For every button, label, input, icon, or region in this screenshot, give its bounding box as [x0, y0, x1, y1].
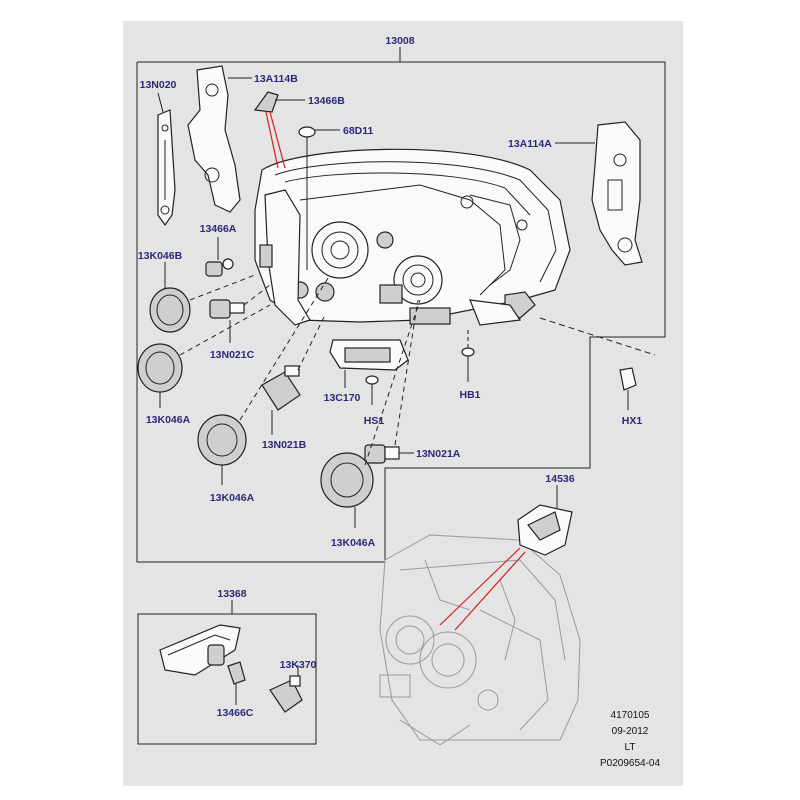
label-13K046A-3: 13K046A: [331, 537, 376, 549]
vehicle-location-view: [379, 485, 581, 746]
label-14536: 14536: [545, 473, 574, 485]
label-13008: 13008: [385, 35, 414, 47]
label-68D11: 68D11: [343, 125, 374, 137]
bulb-13N021B: [261, 314, 326, 435]
cap-13K046B: [149, 262, 256, 333]
label-13A114A: 13A114A: [508, 138, 552, 150]
label-13A114B: 13A114B: [254, 73, 298, 85]
bulb-13466B: [253, 91, 279, 113]
screw-HS1: [365, 375, 379, 405]
label-13N021A: 13N021A: [416, 448, 461, 460]
side-marker-group: [137, 600, 317, 745]
ref-date: 09-2012: [612, 726, 649, 737]
label-HB1: HB1: [459, 389, 480, 401]
bulb-13N021C: [209, 284, 271, 343]
label-13K046B: 13K046B: [138, 250, 183, 262]
label-13N021C: 13N021C: [210, 349, 255, 361]
headlamp-housing: [254, 148, 571, 326]
module-13C170: [329, 339, 409, 388]
label-13N021B: 13N021B: [262, 439, 307, 451]
bracket-13A114A: [591, 121, 643, 266]
screw-68D11: [298, 126, 340, 270]
cap-13K046A-middle: [197, 414, 247, 485]
highlight-line-b: [269, 111, 286, 169]
ref-code: P0209654-04: [600, 758, 660, 769]
location-line-b: [454, 551, 526, 631]
label-13K046A-1: 13K046A: [146, 414, 191, 426]
label-13K046A-2: 13K046A: [210, 492, 255, 504]
bulb-13466A: [205, 237, 234, 277]
screw-HB1: [461, 330, 475, 382]
label-HS1: HS1: [364, 415, 385, 427]
label-13368: 13368: [217, 588, 246, 600]
label-13K370: 13K370: [280, 659, 317, 671]
label-13C170: 13C170: [324, 392, 361, 404]
label-13N020: 13N020: [140, 79, 177, 91]
cap-13K046A-bottom: [320, 452, 374, 528]
clip-HX1: [539, 317, 656, 410]
ref-side: LT: [625, 742, 636, 753]
label-13466A: 13466A: [200, 223, 237, 235]
cap-13K046A-left: [137, 343, 183, 408]
location-line-a: [439, 547, 521, 626]
bracket-13N020: [157, 109, 176, 227]
label-13466C: 13466C: [217, 707, 254, 719]
label-HX1: HX1: [622, 415, 643, 427]
highlight-line-a: [265, 111, 279, 169]
ref-number: 4170105: [611, 710, 650, 721]
label-13466B: 13466B: [308, 95, 345, 107]
assembly-outline: [136, 61, 666, 563]
bracket-13A114B: [187, 65, 241, 213]
bulb-13N021A: [364, 299, 419, 464]
